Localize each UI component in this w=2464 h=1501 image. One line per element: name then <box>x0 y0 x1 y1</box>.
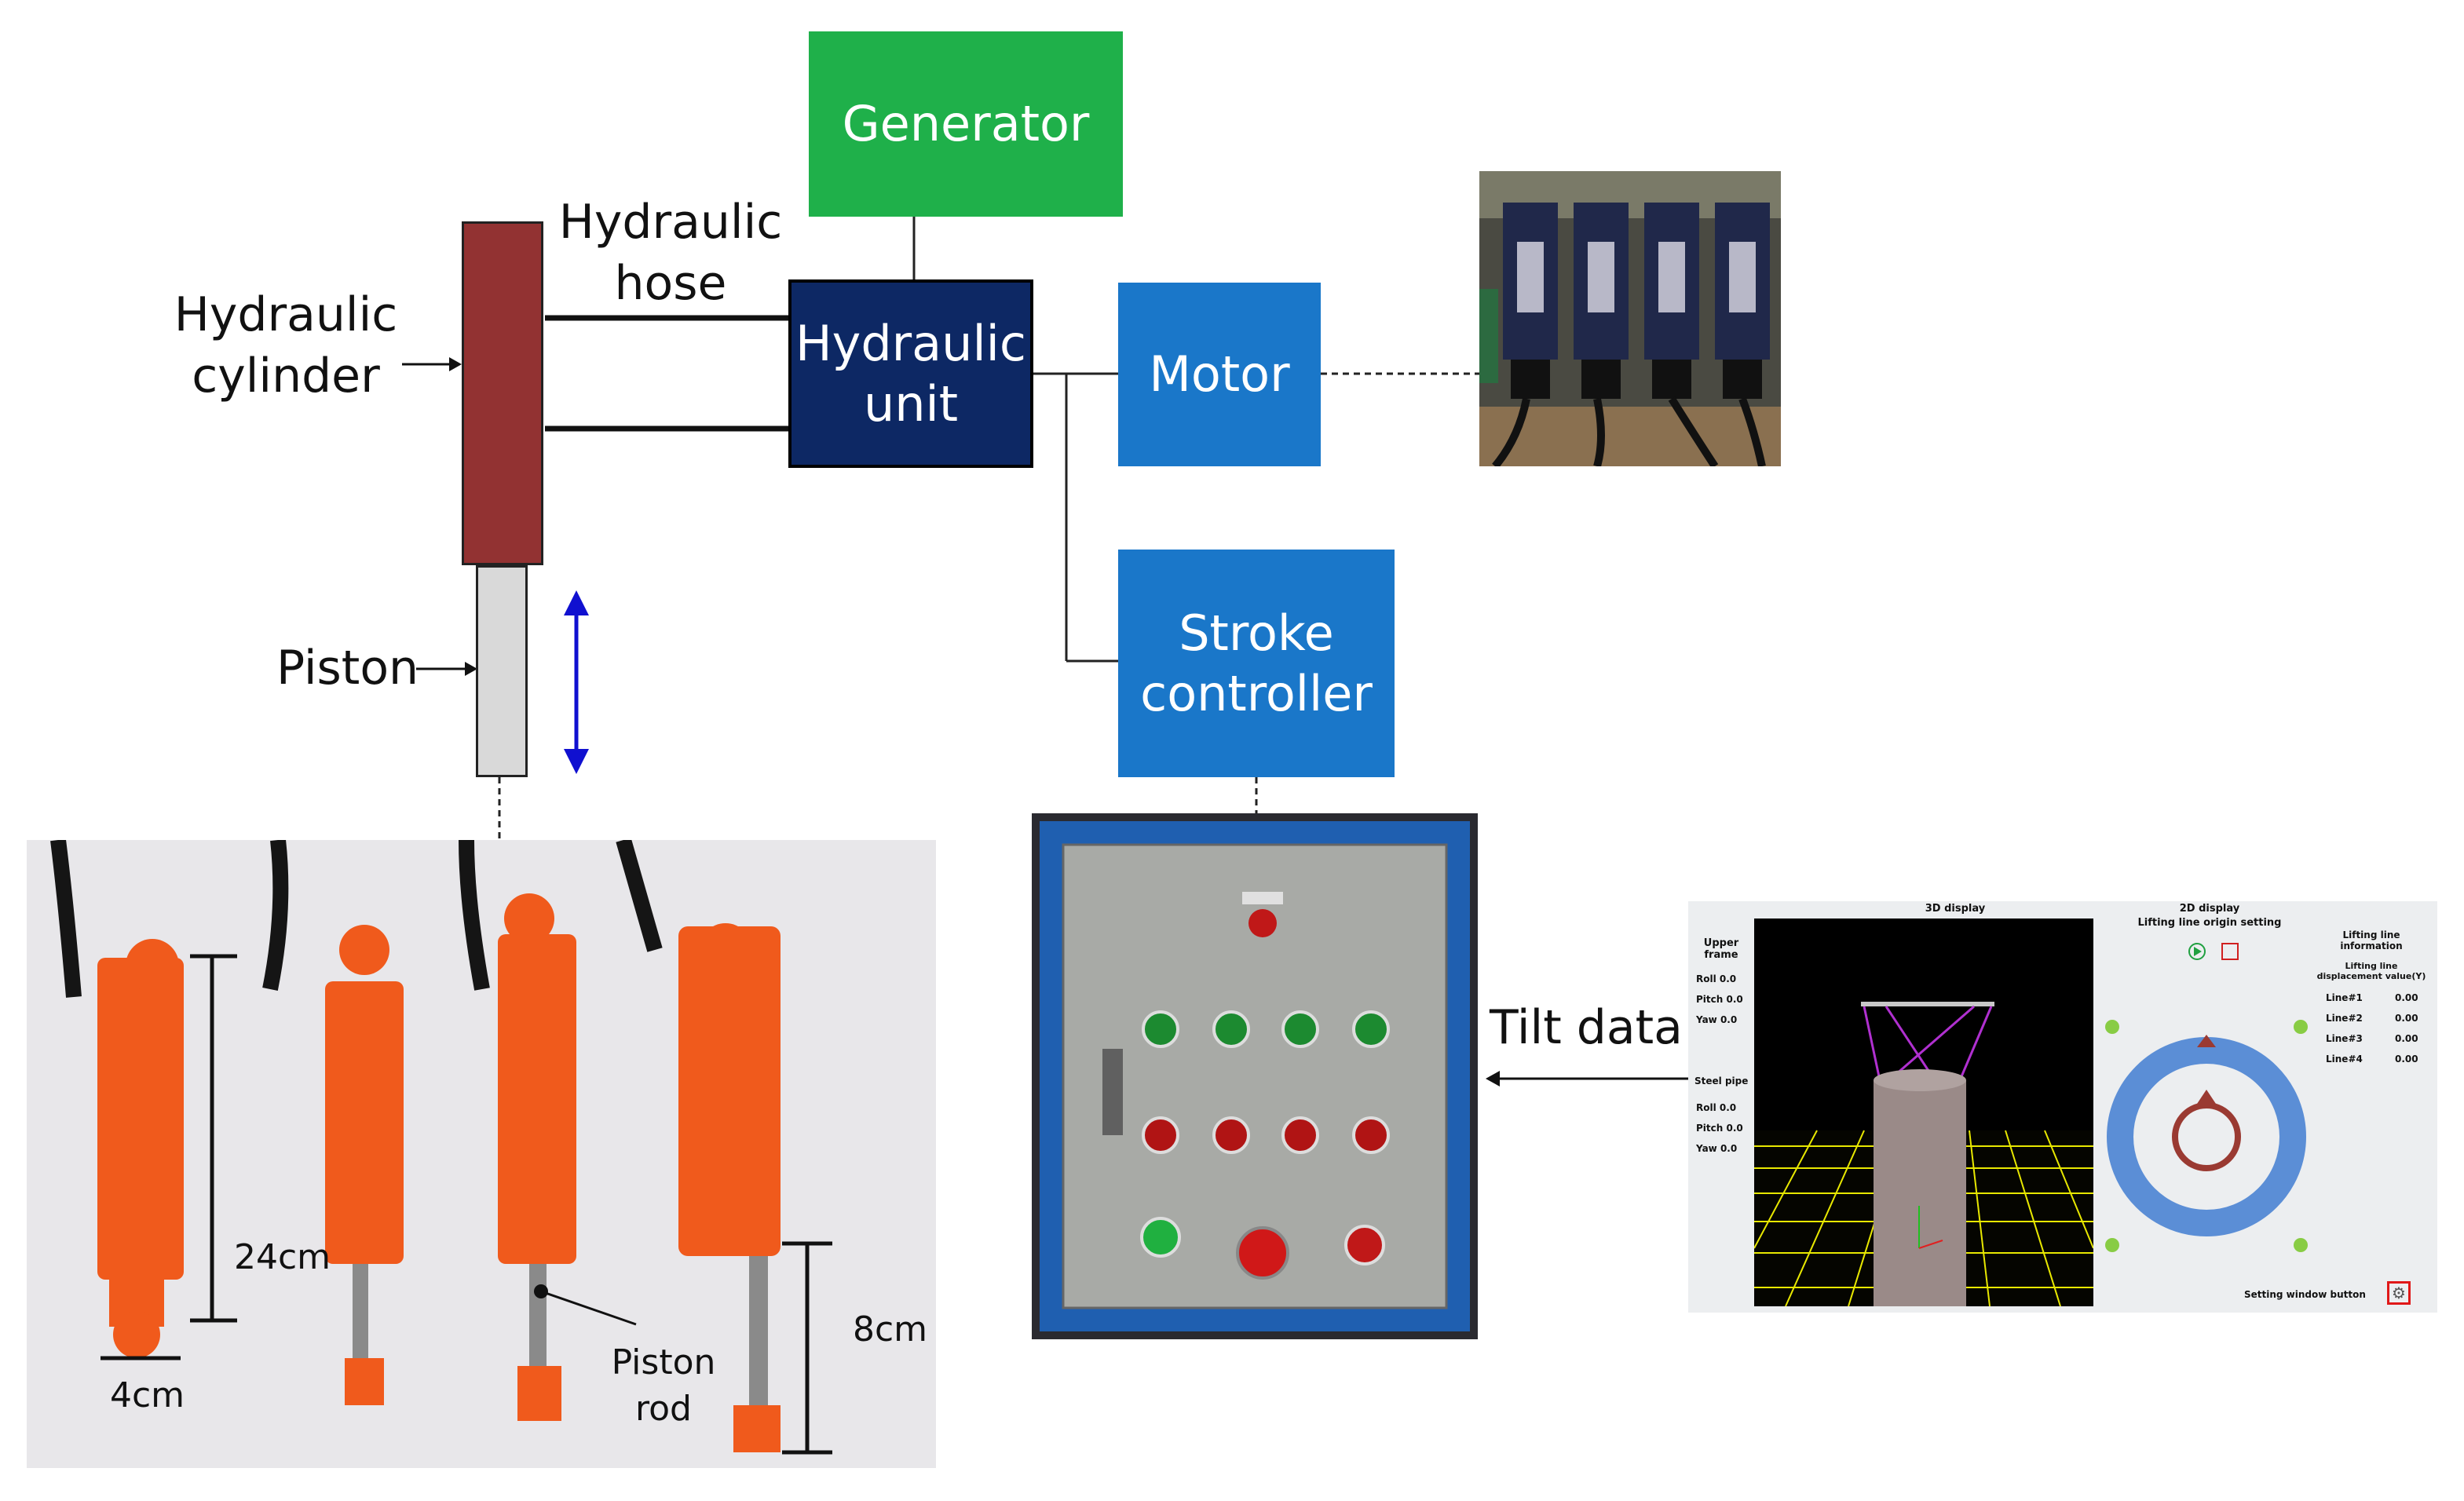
hydraulic-unit-label: Hydraulic unit <box>795 314 1026 433</box>
pipe-yaw: Yaw 0.0 <box>1696 1143 1738 1154</box>
piston-rod-schematic <box>476 565 528 777</box>
gear-icon: ⚙ <box>2392 1284 2406 1302</box>
setting-window-button[interactable]: ⚙ <box>2387 1281 2411 1305</box>
piston-rod-label: Piston rod <box>611 1342 716 1430</box>
upper-pitch: Pitch 0.0 <box>1696 994 1743 1005</box>
panel-2d-title: 2D display <box>2179 903 2240 915</box>
motor-label: Motor <box>1149 345 1290 404</box>
displacement-header: Lifting line displacement value(Y) <box>2316 961 2426 981</box>
cylinder-label-arrowhead <box>449 357 462 371</box>
line3-name: Line#3 <box>2326 1033 2363 1044</box>
cylinder-photo-4 <box>678 923 781 1452</box>
cylinder-photo-2 <box>325 925 404 1405</box>
tilt-data-label: Tilt data <box>1490 1000 1683 1055</box>
hydraulic-cylinder-body <box>462 221 543 565</box>
2d-view <box>2105 943 2308 1252</box>
steel-pipe-label: Steel pipe <box>1694 1076 1749 1086</box>
stroke-controller-block: Stroke controller <box>1118 550 1395 777</box>
line2-name: Line#2 <box>2326 1013 2363 1024</box>
line1-value: 0.00 <box>2395 992 2418 1003</box>
3d-view <box>1754 918 2093 1306</box>
hydraulic-cylinder-label: Hydraulic cylinder <box>174 287 398 404</box>
lifting-info-title: Lifting line information <box>2340 929 2403 951</box>
dimension-4cm: 4cm <box>110 1375 185 1415</box>
line3-value: 0.00 <box>2395 1033 2418 1044</box>
motor-block: Motor <box>1118 283 1321 466</box>
dimension-8cm: 8cm <box>853 1309 928 1349</box>
stroke-direction-arrowhead-down <box>564 749 589 774</box>
panel-3d-title: 3D display <box>1925 903 1986 915</box>
setting-window-label: Setting window button <box>2244 1289 2366 1300</box>
pipe-roll: Roll 0.0 <box>1696 1102 1737 1113</box>
pipe-pitch: Pitch 0.0 <box>1696 1123 1743 1134</box>
line4-name: Line#4 <box>2326 1054 2363 1065</box>
generator-label: Generator <box>842 95 1090 153</box>
cylinder-photo-1 <box>97 939 184 1358</box>
valve-bank <box>1503 203 1770 360</box>
motor-valve-photo <box>1479 171 1781 466</box>
upper-yaw: Yaw 0.0 <box>1696 1014 1738 1025</box>
upper-roll: Roll 0.0 <box>1696 973 1737 984</box>
monitoring-software-screenshot: Upper frame Roll 0.0 Pitch 0.0 Yaw 0.0 S… <box>1688 901 2437 1313</box>
green-lamps <box>1142 1010 1390 1048</box>
line1-name: Line#1 <box>2326 992 2363 1003</box>
upper-frame-label: Upper frame <box>1703 937 1739 961</box>
hydraulic-unit-block: Hydraulic unit <box>788 279 1033 468</box>
red-lamps <box>1142 1116 1390 1154</box>
line2-value: 0.00 <box>2395 1013 2418 1024</box>
hydraulic-hose-label: Hydraulic hose <box>558 195 783 311</box>
start-button <box>1140 1217 1181 1258</box>
stroke-controller-photo <box>1032 813 1478 1339</box>
generator-block: Generator <box>809 31 1123 217</box>
stroke-controller-label: Stroke controller <box>1140 604 1373 723</box>
hydraulic-cylinder-photo <box>27 840 936 1468</box>
emergency-stop-button <box>1236 1226 1289 1280</box>
stroke-direction-arrowhead-up <box>564 590 589 615</box>
piston-label-arrowhead <box>465 662 477 676</box>
play-icon <box>2188 943 2206 960</box>
line4-value: 0.00 <box>2395 1054 2418 1065</box>
piston-label: Piston <box>276 641 419 696</box>
stop-button <box>1344 1225 1385 1265</box>
origin-setting-label: Lifting line origin setting <box>2137 917 2282 929</box>
tilt-data-arrowhead <box>1486 1071 1500 1086</box>
pause-icon <box>2221 943 2239 960</box>
dimension-24cm: 24cm <box>234 1237 331 1277</box>
